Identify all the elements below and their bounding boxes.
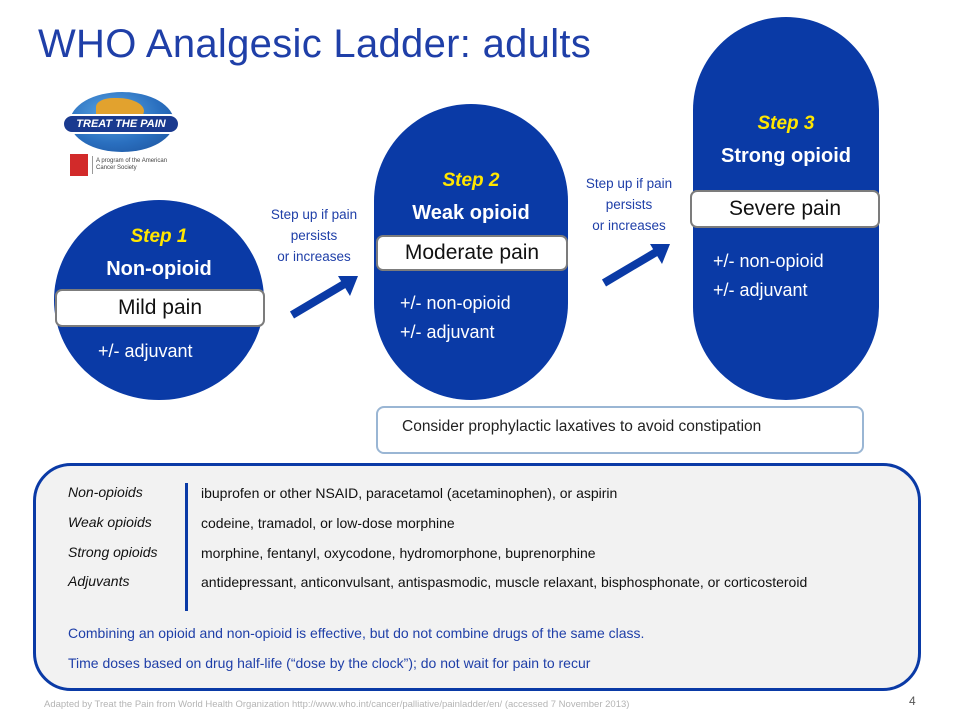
term-non-opioids: Non-opioids xyxy=(68,484,143,500)
step-2-name: Weak opioid xyxy=(412,202,530,224)
desc-strong-opioids: morphine, fentanyl, oxycodone, hydromorp… xyxy=(201,545,596,561)
step-2-non-opioid: +/- non-opioid xyxy=(400,293,511,313)
definitions-divider xyxy=(185,483,188,611)
step-up-line-3: or increases xyxy=(592,218,666,233)
step-up-arrow-2-icon xyxy=(601,244,670,287)
term-weak-opioids: Weak opioids xyxy=(68,514,152,530)
step-up-text-2: Step up if pain persists or increases xyxy=(565,173,693,236)
moderate-pain-box: Moderate pain xyxy=(376,235,568,271)
step-up-text-1: Step up if pain persists or increases xyxy=(253,204,375,267)
term-adjuvants: Adjuvants xyxy=(68,573,130,589)
treat-the-pain-logo: TREAT THE PAIN A program of the American… xyxy=(62,92,180,180)
step-2-label: Step 2 xyxy=(442,170,500,191)
step-up-line-2: persists xyxy=(290,228,338,243)
term-strong-opioids: Strong opioids xyxy=(68,544,158,560)
step-up-arrow-1-icon xyxy=(289,276,358,319)
step-up-line-3: or increases xyxy=(277,249,351,264)
step-1-label: Step 1 xyxy=(130,226,188,247)
step-3-name: Strong opioid xyxy=(721,145,851,167)
step-3-adjuvant: +/- adjuvant xyxy=(713,280,808,300)
step-3-label: Step 3 xyxy=(757,113,815,134)
desc-adjuvants: antidepressant, anticonvulsant, antispas… xyxy=(201,574,808,590)
acs-program-text: A program of the American Cancer Society xyxy=(96,158,168,171)
desc-weak-opioids: codeine, tramadol, or low-dose morphine xyxy=(201,515,455,531)
step-2-adjuvant: +/- adjuvant xyxy=(400,322,495,342)
step-up-line-2: persists xyxy=(605,197,653,212)
logo-band: TREAT THE PAIN xyxy=(62,114,180,134)
mild-pain-box: Mild pain xyxy=(55,289,265,327)
desc-non-opioids: ibuprofen or other NSAID, paracetamol (a… xyxy=(201,485,618,501)
step-up-line-1: Step up if pain xyxy=(270,207,358,222)
page-number: 4 xyxy=(909,694,916,708)
step-1-name: Non-opioid xyxy=(106,258,212,280)
acs-logo-icon xyxy=(70,154,88,176)
combining-note: Combining an opioid and non-opioid is ef… xyxy=(68,625,645,641)
step-up-line-1: Step up if pain xyxy=(585,176,673,191)
step-3-non-opioid: +/- non-opioid xyxy=(713,251,824,271)
dose-timing-note: Time doses based on drug half-life (“dos… xyxy=(68,655,591,671)
laxative-note-box: Consider prophylactic laxatives to avoid… xyxy=(376,406,864,454)
laxative-note-text: Consider prophylactic laxatives to avoid… xyxy=(402,418,762,435)
severe-pain-box: Severe pain xyxy=(690,190,880,228)
definitions-box: Non-opioids ibuprofen or other NSAID, pa… xyxy=(33,463,921,691)
step-1-adjuvant: +/- adjuvant xyxy=(98,341,193,361)
logo-divider xyxy=(92,156,93,174)
source-footer: Adapted by Treat the Pain from World Hea… xyxy=(44,699,630,710)
slide-title: WHO Analgesic Ladder: adults xyxy=(38,22,592,66)
